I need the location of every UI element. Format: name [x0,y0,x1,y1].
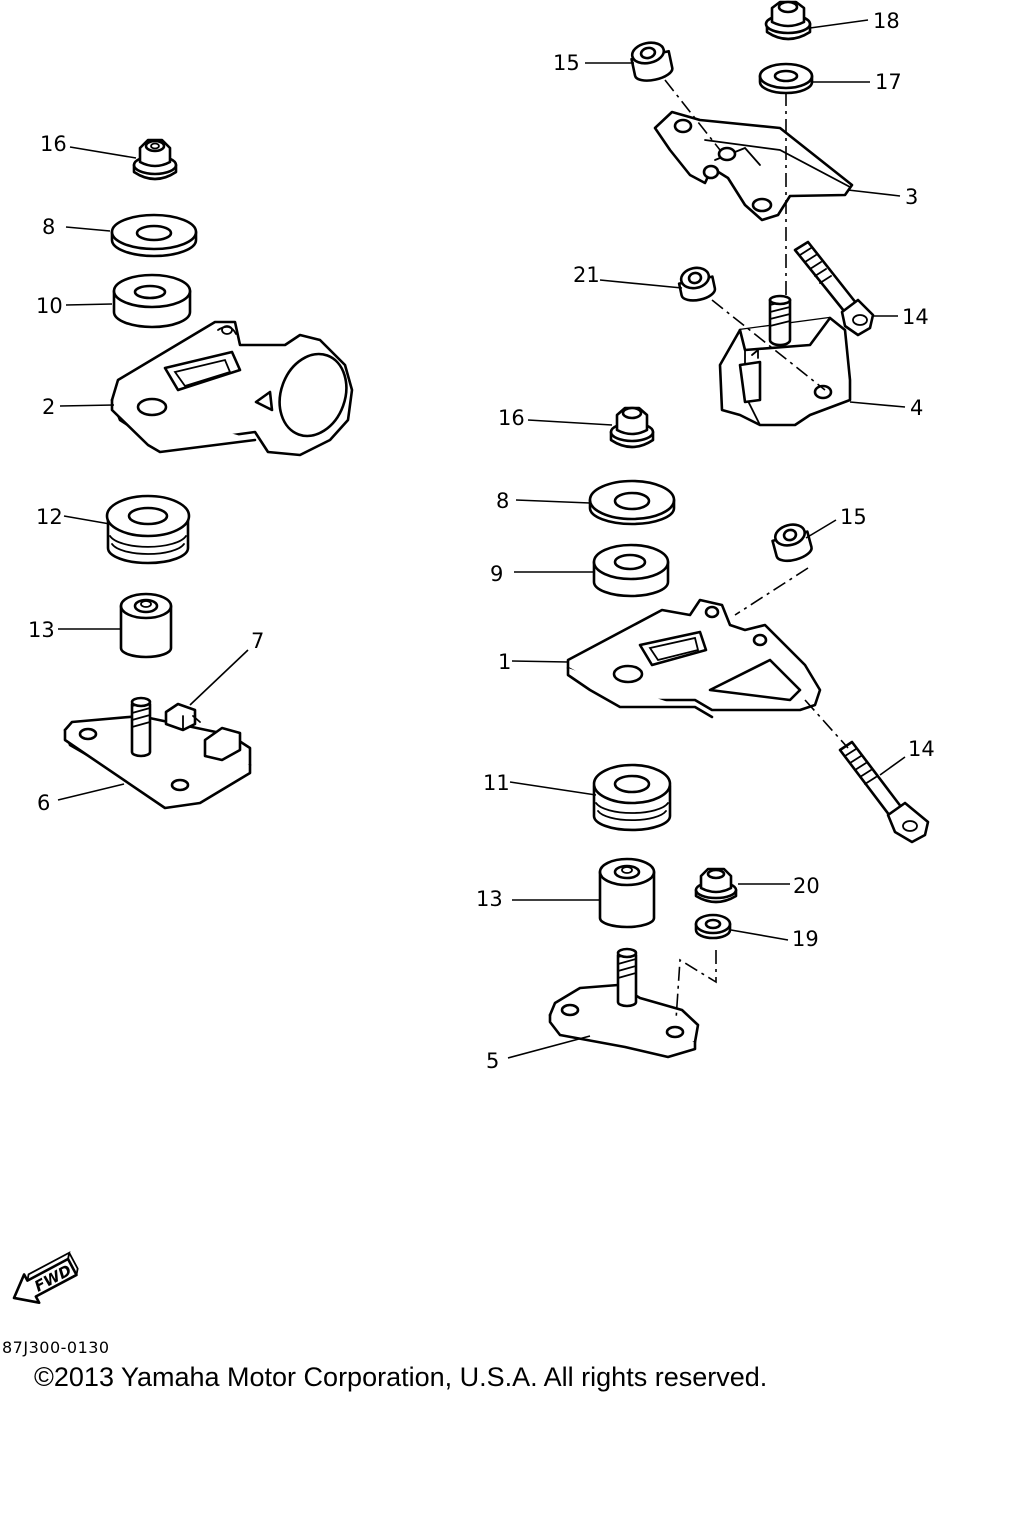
part-15-collar-nut-top [630,41,674,82]
part-7-terminal-left [164,702,201,732]
part-8-washer-right [588,479,676,526]
callout-labels: 16 8 10 2 12 13 7 6 15 18 17 3 21 14 4 1… [28,9,935,1073]
callout-13-right: 13 [476,887,503,911]
part-10-spacer-left [112,273,192,329]
part-3-upper-bracket [653,110,854,222]
part-18-flange-nut-right [764,0,812,41]
callout-20: 20 [793,874,820,898]
callout-14-upper: 14 [902,305,929,329]
callout-4: 4 [910,396,923,420]
callout-1: 1 [498,650,511,674]
part-14-bolt-upper [793,240,875,337]
part-15-collar-nut-lower [771,523,813,563]
callout-16-right: 16 [498,406,525,430]
fwd-arrow-icon: FWD [12,1251,79,1304]
part-6-base-plate-left [63,696,252,810]
part-2-bracket-left [110,320,354,457]
callout-15-lower: 15 [840,505,867,529]
callout-17: 17 [875,70,902,94]
callout-2: 2 [42,395,55,419]
part-16-flange-nut-right [609,406,655,449]
leaders-left [57,146,249,801]
callout-11: 11 [483,771,510,795]
part-16-flange-nut-left [132,138,178,181]
part-4-engine-mount [718,294,852,427]
callout-9: 9 [490,562,503,586]
part-11-grommet-right [592,763,672,832]
callout-16-left: 16 [40,132,67,156]
centerlines-right-upper [664,79,826,391]
callout-13-left: 13 [28,618,55,642]
callout-5: 5 [486,1049,499,1073]
callout-12: 12 [36,505,63,529]
copyright-notice: ©2013 Yamaha Motor Corporation, U.S.A. A… [34,1362,768,1392]
callout-6: 6 [37,791,50,815]
part-9-spacer-right [592,543,670,598]
callout-15-top: 15 [553,51,580,75]
callout-10: 10 [36,294,63,318]
diagram-code: 87J300-0130 [2,1338,110,1357]
part-8-washer-left [110,213,198,258]
centerlines-right-lower [675,567,849,1021]
part-14-bolt-lower [838,740,930,844]
part-12-grommet-left [105,494,191,565]
callout-8-right: 8 [496,489,509,513]
part-5-base-plate-right [548,947,700,1059]
callout-14-lower: 14 [908,737,935,761]
callout-7: 7 [251,629,264,653]
part-20-flange-nut [694,867,738,904]
callout-8-left: 8 [42,215,55,239]
part-21-collar-nut [677,266,717,302]
callout-21: 21 [573,263,600,287]
callout-18: 18 [873,9,900,33]
part-1-lower-bracket [566,598,822,719]
leaders-right [507,19,906,1059]
part-13-collar-right [598,857,656,929]
callout-19: 19 [792,927,819,951]
callout-3: 3 [905,185,918,209]
part-19-washer [694,913,732,940]
part-13-collar-left [119,592,173,659]
part-17-washer-right [758,62,814,95]
